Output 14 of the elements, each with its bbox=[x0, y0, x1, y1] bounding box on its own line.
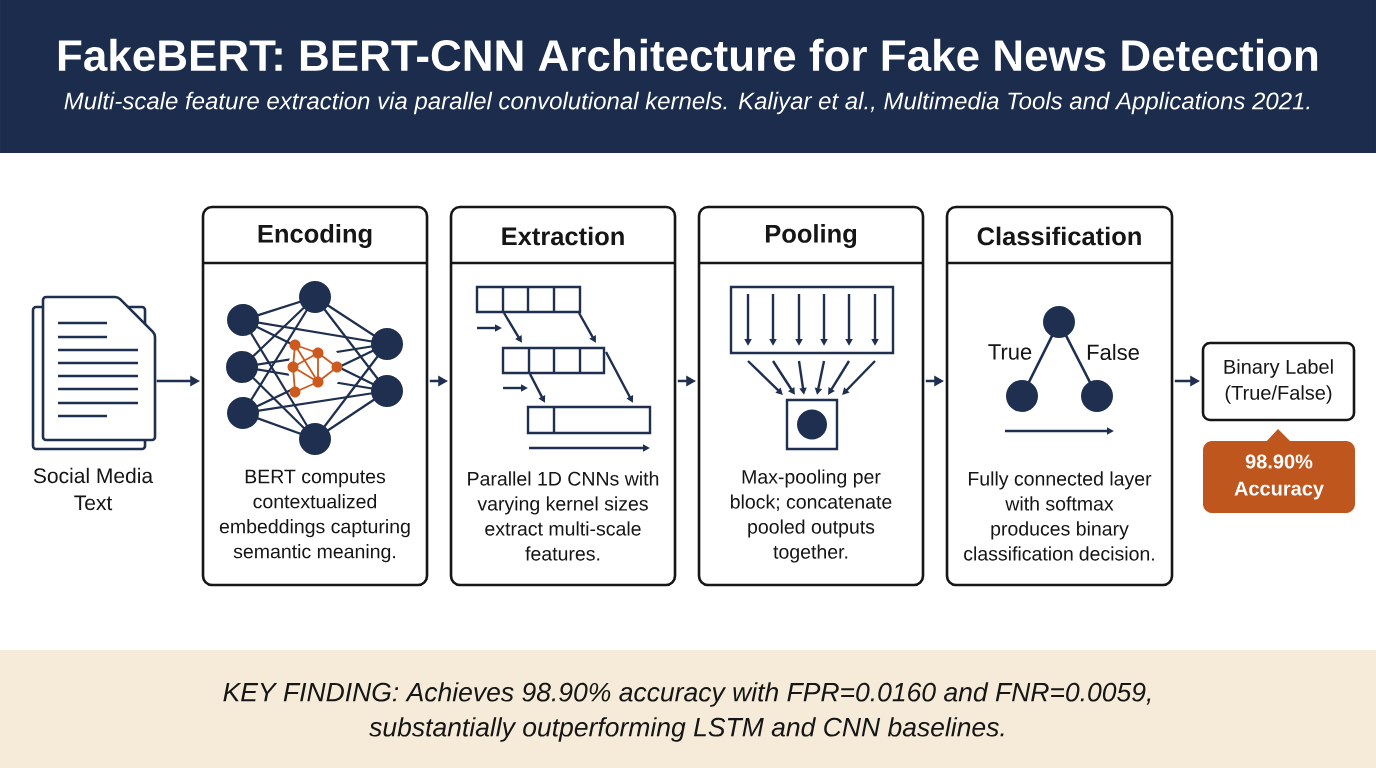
panel-heading: Extraction bbox=[502, 226, 624, 246]
icon-caption: Social Media Text bbox=[33, 467, 154, 511]
key-finding-text: KEY FINDING: Achieves 98.90% accuracy with FPR=0.0160 and FNR=0.0059, substantially outperforming LSTM and CNN baselines. bbox=[223, 682, 1151, 742]
panel-description: Fully connected layer with softmax produces binary classification decision. bbox=[964, 471, 1154, 561]
panel-description: Max-pooling per block; concatenate pooled outputs together. bbox=[730, 469, 892, 563]
panel-heading: Encoding bbox=[258, 224, 372, 248]
panel-heading: Pooling bbox=[766, 224, 857, 248]
callout-badge: 98.90% Accuracy bbox=[1203, 429, 1355, 513]
output-box: Binary Label (True/False) bbox=[1201, 341, 1356, 422]
panel-description: BERT computes contextualized embeddings capturing semantic meaning. bbox=[219, 469, 410, 563]
panel-description: Parallel 1D CNNs with varying kernel sizes extract multi-scale features. bbox=[468, 471, 659, 561]
panel-heading: Classification bbox=[977, 226, 1141, 246]
subtitle: Multi-scale feature extraction via parallel convolutional kernels. Kaliyar et al., Multimedia Tools and Applications 2021. bbox=[64, 91, 1310, 115]
title: FakeBERT: BERT-CNN Architecture for Fake News Detection bbox=[58, 38, 1318, 72]
